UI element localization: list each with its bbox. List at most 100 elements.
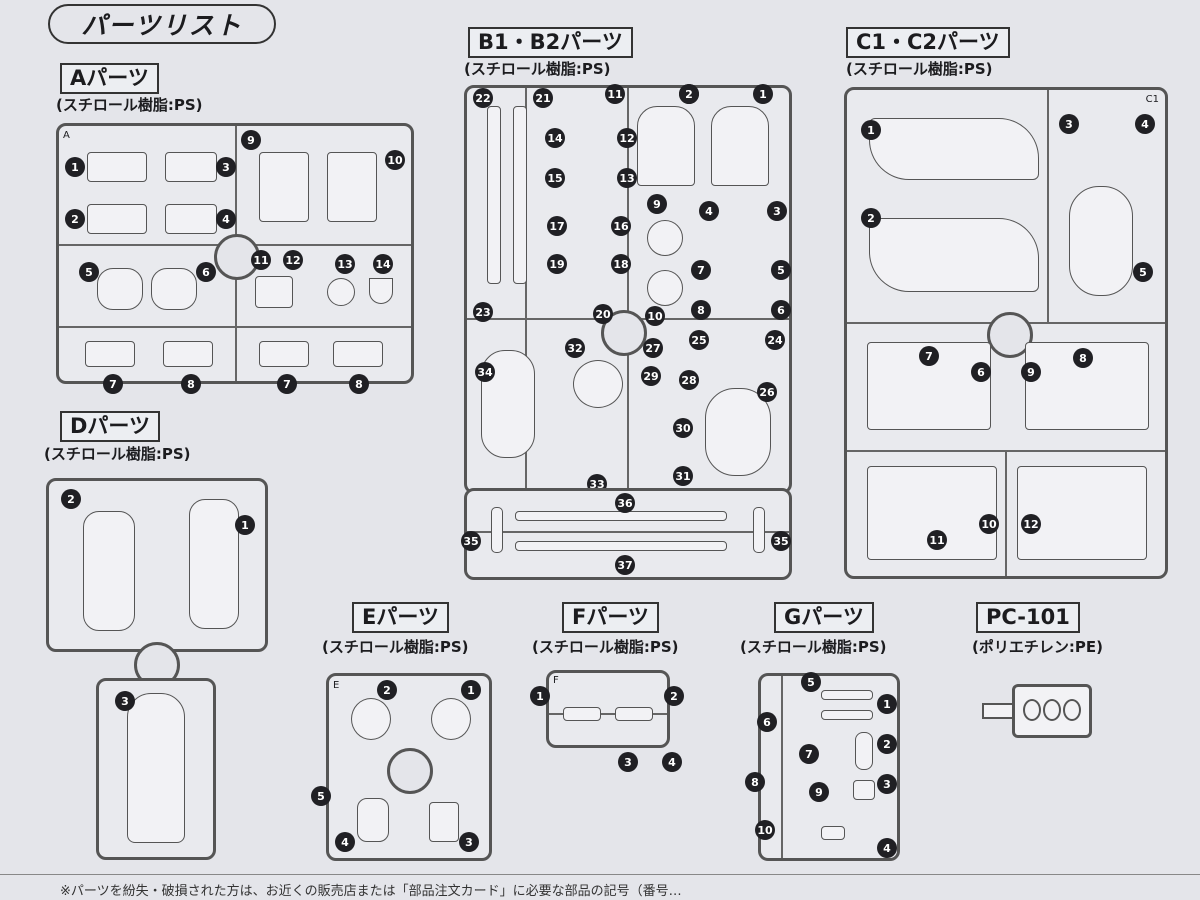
part-b-29: 29 [641, 366, 661, 386]
part-a-7a: 7 [103, 374, 123, 394]
part-b-30: 30 [673, 418, 693, 438]
group-e-label: Eパーツ [352, 602, 449, 633]
part-e-5: 5 [311, 786, 331, 806]
part-c-11: 11 [927, 530, 947, 550]
part-g-5: 5 [801, 672, 821, 692]
part-b-16: 16 [611, 216, 631, 236]
part-b-15: 15 [545, 168, 565, 188]
part-c-1: 1 [861, 120, 881, 140]
part-b-23: 23 [473, 302, 493, 322]
part-f-4: 4 [662, 752, 682, 772]
part-b-7: 7 [691, 260, 711, 280]
part-g-9: 9 [809, 782, 829, 802]
group-d-material: (スチロール樹脂:PS) [44, 445, 191, 463]
group-a-label: Aパーツ [60, 63, 159, 94]
part-a-6: 6 [196, 262, 216, 282]
group-c-material: (スチロール樹脂:PS) [846, 60, 993, 78]
part-a-2: 2 [65, 209, 85, 229]
part-c-8: 8 [1073, 348, 1093, 368]
part-g-6: 6 [757, 712, 777, 732]
part-e-4: 4 [335, 832, 355, 852]
part-b-12: 12 [617, 128, 637, 148]
runner-c-tag: C1 [1145, 94, 1159, 105]
group-b-material: (スチロール樹脂:PS) [464, 60, 611, 78]
part-a-8a: 8 [181, 374, 201, 394]
part-b-21: 21 [533, 88, 553, 108]
part-b-31: 31 [673, 466, 693, 486]
runner-f: F [546, 670, 670, 748]
part-b-4: 4 [699, 201, 719, 221]
runner-a: A 1 2 3 4 5 6 7 8 7 8 9 10 11 12 13 14 [56, 123, 414, 394]
part-c-4: 4 [1135, 114, 1155, 134]
part-b-5: 5 [771, 260, 791, 280]
group-g-material: (スチロール樹脂:PS) [740, 638, 887, 656]
part-b-24: 24 [765, 330, 785, 350]
part-c-10: 10 [979, 514, 999, 534]
group-g-label: Gパーツ [774, 602, 874, 633]
part-e-1: 1 [461, 680, 481, 700]
part-b-19: 19 [547, 254, 567, 274]
group-e-material: (スチロール樹脂:PS) [322, 638, 469, 656]
part-c-6: 6 [971, 362, 991, 382]
part-b-34: 34 [475, 362, 495, 382]
part-b-14: 14 [545, 128, 565, 148]
part-c-7: 7 [919, 346, 939, 366]
part-a-3: 3 [216, 157, 236, 177]
part-a-7b: 7 [277, 374, 297, 394]
part-a-10: 10 [385, 150, 405, 170]
parts-list-title: パーツリスト [48, 4, 276, 44]
part-b-8: 8 [691, 300, 711, 320]
part-e-3: 3 [459, 832, 479, 852]
part-b-26: 26 [757, 382, 777, 402]
part-b-20: 20 [593, 304, 613, 324]
part-b-10: 10 [645, 306, 665, 326]
runner-d-bottom: 3 [96, 678, 216, 860]
part-b-18: 18 [611, 254, 631, 274]
runner-b1: 1 2 1 11 14 12 15 13 9 4 3 17 16 19 18 7… [464, 84, 792, 494]
pc-runner [1012, 684, 1092, 738]
runner-b2: 35 35 36 37 [461, 488, 792, 580]
part-d-2: 2 [61, 489, 81, 509]
part-g-7: 7 [799, 744, 819, 764]
part-b-1b: 1 [753, 84, 773, 104]
runner-g: 5 1 6 2 7 8 3 9 10 4 [745, 672, 900, 861]
part-g-4: 4 [877, 838, 897, 858]
runner-f-tag: F [553, 675, 559, 686]
part-c-3: 3 [1059, 114, 1079, 134]
footer-note: ※パーツを紛失・破損された方は、お近くの販売店または「部品注文カード」に必要な部… [60, 884, 682, 899]
part-a-5: 5 [79, 262, 99, 282]
part-d-1: 1 [235, 515, 255, 535]
part-a-1: 1 [65, 157, 85, 177]
part-b-32: 32 [565, 338, 585, 358]
part-f-2: 2 [664, 686, 684, 706]
group-c-label: C1・C2パーツ [846, 27, 1010, 58]
part-g-1: 1 [877, 694, 897, 714]
part-a-14: 14 [373, 254, 393, 274]
part-c-2: 2 [861, 208, 881, 228]
part-b-17: 17 [547, 216, 567, 236]
part-g-10: 10 [755, 820, 775, 840]
runner-a-tag: A [63, 130, 70, 141]
group-pc-material: (ポリエチレン:PE) [972, 638, 1103, 656]
part-b-22: 22 [473, 88, 493, 108]
part-f-3: 3 [618, 752, 638, 772]
part-b-28: 28 [679, 370, 699, 390]
part-c-12: 12 [1021, 514, 1041, 534]
part-a-12: 12 [283, 250, 303, 270]
runner-c: C1 1 2 3 4 5 6 7 8 9 10 11 12 [844, 87, 1168, 579]
part-b-11: 11 [605, 84, 625, 104]
pc-runner-stub [982, 703, 1016, 719]
runner-e-tag: E [333, 680, 340, 691]
part-a-13: 13 [335, 254, 355, 274]
runner-e: E 2 1 5 4 3 [311, 673, 492, 861]
part-e-2: 2 [377, 680, 397, 700]
part-b-2: 2 [679, 84, 699, 104]
part-b-6: 6 [771, 300, 791, 320]
part-a-4: 4 [216, 209, 236, 229]
part-b-9: 9 [647, 194, 667, 214]
group-b-label: B1・B2パーツ [468, 27, 633, 58]
part-f-1: 1 [530, 686, 550, 706]
group-a-material: (スチロール樹脂:PS) [56, 96, 203, 114]
part-g-3: 3 [877, 774, 897, 794]
part-a-8b: 8 [349, 374, 369, 394]
